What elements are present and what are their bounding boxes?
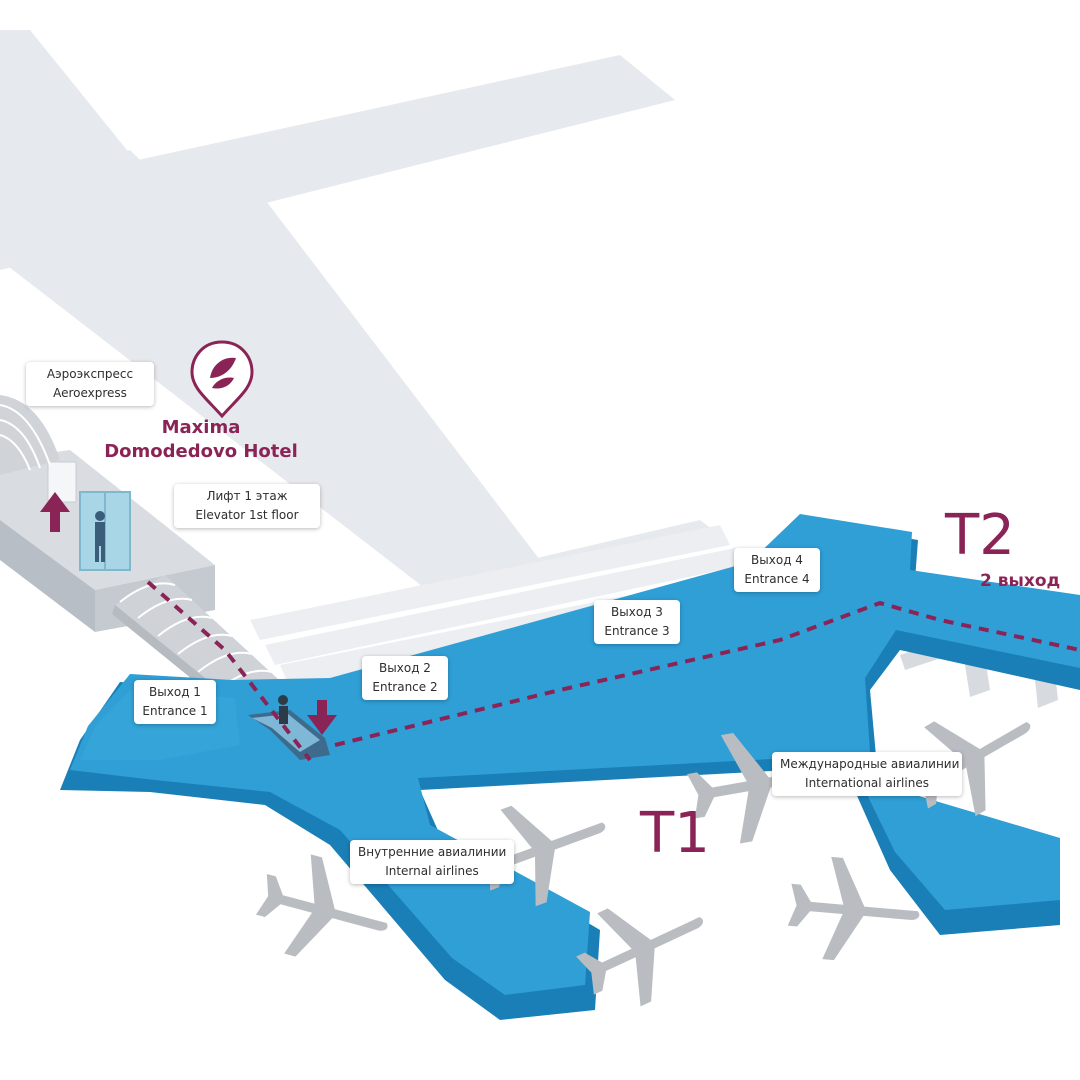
label-exit2[interactable]: Выход 2 Entrance 2 [362, 656, 448, 700]
label-exit4[interactable]: Выход 4 Entrance 4 [734, 548, 820, 592]
label-ru: Выход 1 [149, 685, 201, 699]
label-en: Aeroexpress [53, 386, 127, 400]
elevator-icon [79, 491, 131, 571]
label-en: Entrance 4 [744, 572, 810, 586]
label-en: Entrance 2 [372, 680, 438, 694]
escalator-icon [248, 695, 330, 760]
label-en: International airlines [805, 776, 929, 790]
label-ru: Выход 3 [611, 605, 663, 619]
map-pin-icon[interactable] [190, 340, 254, 419]
label-ru: Внутренние авиалинии [358, 845, 507, 859]
hotel-name-line1: Maxima [161, 417, 241, 438]
label-en: Entrance 1 [142, 704, 208, 718]
roads [0, 30, 750, 688]
label-ru: Аэроэкспресс [46, 367, 134, 381]
up-arrow-icon [40, 492, 70, 532]
label-en: Internal airlines [385, 864, 479, 878]
label-exit3[interactable]: Выход 3 Entrance 3 [594, 600, 680, 644]
label-international[interactable]: Международные авиалинии International ai… [772, 752, 962, 796]
label-aeroexpress[interactable]: Аэроэкспресс Aeroexpress [26, 362, 154, 406]
label-ru: Лифт 1 этаж [206, 489, 288, 503]
label-elevator[interactable]: Лифт 1 этаж Elevator 1st floor [174, 484, 320, 528]
label-domestic[interactable]: Внутренние авиалинии Internal airlines [350, 840, 514, 884]
label-ru: Выход 4 [751, 553, 803, 567]
label-en: Elevator 1st floor [195, 508, 299, 522]
aeroexpress-tube [0, 395, 60, 475]
terminal-t1-label[interactable]: T1 [640, 801, 710, 866]
route-path [146, 580, 1080, 762]
hotel-name[interactable]: Maxima Domodedovo Hotel [96, 416, 306, 464]
label-ru: Международные авиалинии [780, 757, 960, 771]
terminal-t2-label[interactable]: T2 [945, 503, 1015, 568]
hotel-name-line2: Domodedovo Hotel [104, 441, 298, 462]
t2-exit-label: 2 выход [980, 571, 1061, 591]
label-en: Entrance 3 [604, 624, 670, 638]
aeroexpress-station [0, 450, 215, 632]
down-arrow-icon [307, 700, 337, 735]
label-ru: Выход 2 [379, 661, 431, 675]
label-exit1[interactable]: Выход 1 Entrance 1 [134, 680, 216, 724]
